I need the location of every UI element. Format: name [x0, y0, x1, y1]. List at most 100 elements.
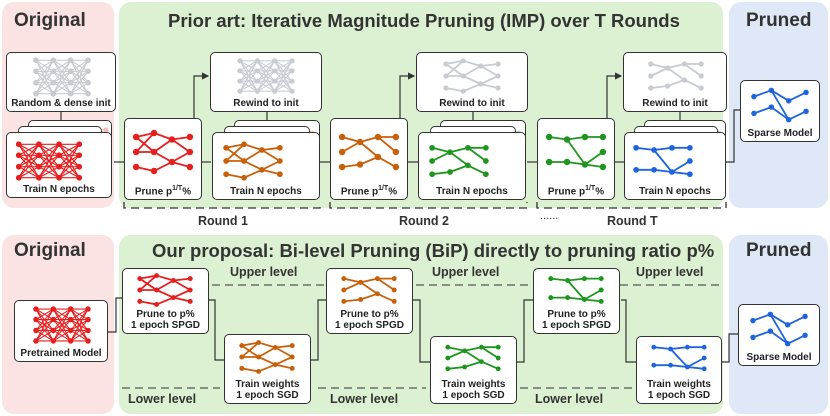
network-edge [38, 143, 60, 179]
round-2-label: Round 2 [399, 214, 449, 228]
network-edge [156, 289, 174, 299]
network-edge [462, 75, 482, 85]
network-node [223, 144, 229, 151]
network-node [67, 90, 74, 97]
network-node [289, 58, 295, 64]
train-n-epochs-label: Train N epochs [230, 186, 302, 197]
network-edge [156, 296, 174, 306]
network-node [85, 90, 91, 97]
network-node [237, 58, 243, 64]
pruned-network-icon [132, 129, 194, 175]
network-node [272, 362, 278, 368]
network-node [76, 163, 83, 170]
network-edge [257, 80, 275, 92]
network-edge [377, 292, 395, 303]
network-node [239, 343, 245, 349]
network-node [495, 85, 501, 91]
network-node [447, 149, 453, 156]
network-edge [18, 143, 40, 156]
network-edge [447, 349, 465, 359]
train-sgd-box-3: Train weights 1 epoch SGD [636, 336, 722, 404]
dense-network-icon [237, 58, 295, 94]
dense-network-icon [443, 58, 501, 94]
network-edge [139, 274, 157, 280]
network-node [338, 148, 346, 156]
sparse-network-icon [750, 311, 808, 347]
train-sgd-label-1: Train weights [235, 379, 300, 390]
network-edge [753, 89, 772, 98]
network-edge [480, 75, 499, 85]
network-edge [667, 79, 685, 87]
network-edge [153, 138, 173, 153]
network-edge [567, 277, 585, 282]
network-edge [225, 173, 245, 179]
network-node [50, 79, 57, 86]
network-edge [239, 60, 258, 72]
network-node [784, 340, 791, 347]
network-node [103, 127, 109, 133]
network-edge [173, 296, 191, 303]
network-node [154, 301, 160, 307]
network-node [36, 174, 42, 181]
prune-spgd-label-1: Prune to p% [340, 309, 399, 320]
network-edge [653, 168, 673, 173]
network-edge [156, 279, 174, 291]
network-node [338, 133, 346, 141]
network-edge [35, 60, 54, 94]
prune-spgd-box-3: Prune to p% 1 epoch SPGD [533, 268, 620, 334]
network-node [150, 129, 158, 137]
network-edge [156, 274, 174, 282]
network-edge [566, 279, 586, 301]
network-node [187, 287, 193, 293]
network-edge [653, 146, 673, 151]
network-edge [239, 80, 258, 92]
network-edge [35, 308, 54, 331]
network-edge [52, 308, 72, 342]
network-edge [225, 147, 245, 162]
network-node [599, 163, 607, 171]
network-node [33, 306, 39, 312]
network-edge [343, 281, 361, 291]
network-node [465, 162, 471, 169]
network-node [186, 163, 194, 171]
network-node [341, 276, 347, 282]
network-node [429, 171, 435, 178]
network-node [33, 68, 39, 75]
network-node [391, 298, 397, 304]
network-node [392, 163, 400, 171]
network-node [479, 359, 484, 364]
network-edge [449, 164, 469, 173]
network-node [687, 144, 693, 151]
network-edge [464, 346, 482, 352]
network-edge [480, 65, 499, 77]
network-edge [462, 65, 482, 77]
network-node [479, 344, 484, 350]
network-edge [343, 298, 361, 303]
train-sgd-label-2: 1 epoch SGD [647, 390, 711, 401]
network-node [478, 81, 484, 87]
network-edge [53, 308, 71, 321]
network-node [563, 136, 571, 143]
network-edge [172, 279, 191, 291]
sparse-network-icon [751, 87, 809, 123]
network-node [272, 68, 278, 74]
network-node [341, 287, 347, 293]
pretrained-model-label: Pretrained Model [20, 348, 102, 359]
network-edge [18, 143, 40, 179]
network-edge [258, 346, 276, 358]
network-edge [35, 59, 54, 72]
network-edge [480, 63, 499, 67]
network-node [67, 338, 74, 344]
network-edge [566, 138, 586, 166]
network-edge [274, 70, 293, 92]
network-node [495, 366, 501, 372]
network-node [15, 152, 22, 159]
network-edge [153, 151, 173, 163]
network-edge [243, 160, 263, 171]
network-node [565, 295, 571, 301]
network-node [36, 141, 42, 148]
network-node [465, 144, 471, 151]
network-edge [787, 334, 806, 345]
network-edge [239, 70, 258, 92]
network-edge [449, 151, 469, 167]
